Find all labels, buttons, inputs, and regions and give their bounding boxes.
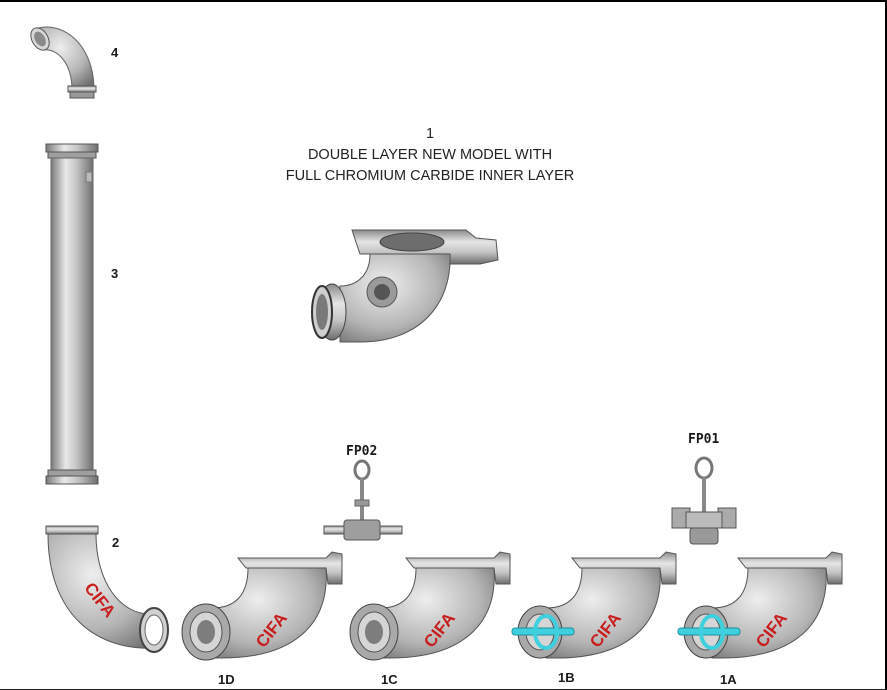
accessory-fp01 (671, 456, 737, 545)
label-part-1B: 1B (558, 670, 575, 685)
label-fp02: FP02 (346, 444, 378, 459)
main-part-number: 1 (425, 126, 435, 142)
accessory-fp02 (323, 459, 403, 541)
main-caption-line-1: DOUBLE LAYER NEW MODEL WITH (307, 147, 553, 163)
elbow-part-1B: CIFA (511, 551, 677, 659)
elbow-part-1A: CIFA (677, 551, 843, 659)
label-part-1A: 1A (720, 672, 737, 687)
main-elbow-part-1 (311, 229, 499, 343)
elbow-part-4 (30, 26, 97, 99)
frame-top-border (0, 0, 887, 2)
straight-pipe-part-3 (45, 143, 99, 485)
bend-part-2: CIFA (45, 525, 169, 653)
label-part-4: 4 (111, 45, 119, 60)
label-part-1C: 1C (381, 672, 398, 687)
elbow-part-1C: CIFA (349, 551, 511, 661)
label-fp01: FP01 (688, 432, 720, 447)
label-part-1D: 1D (218, 672, 235, 687)
elbow-part-1D: CIFA (181, 551, 343, 661)
frame-right-border (885, 0, 887, 690)
main-caption-line-2: FULL CHROMIUM CARBIDE INNER LAYER (285, 168, 575, 184)
label-part-2: 2 (112, 535, 120, 550)
label-part-3: 3 (111, 266, 119, 281)
main-part-caption: 1 DOUBLE LAYER NEW MODEL WITH FULL CHROM… (250, 124, 610, 187)
